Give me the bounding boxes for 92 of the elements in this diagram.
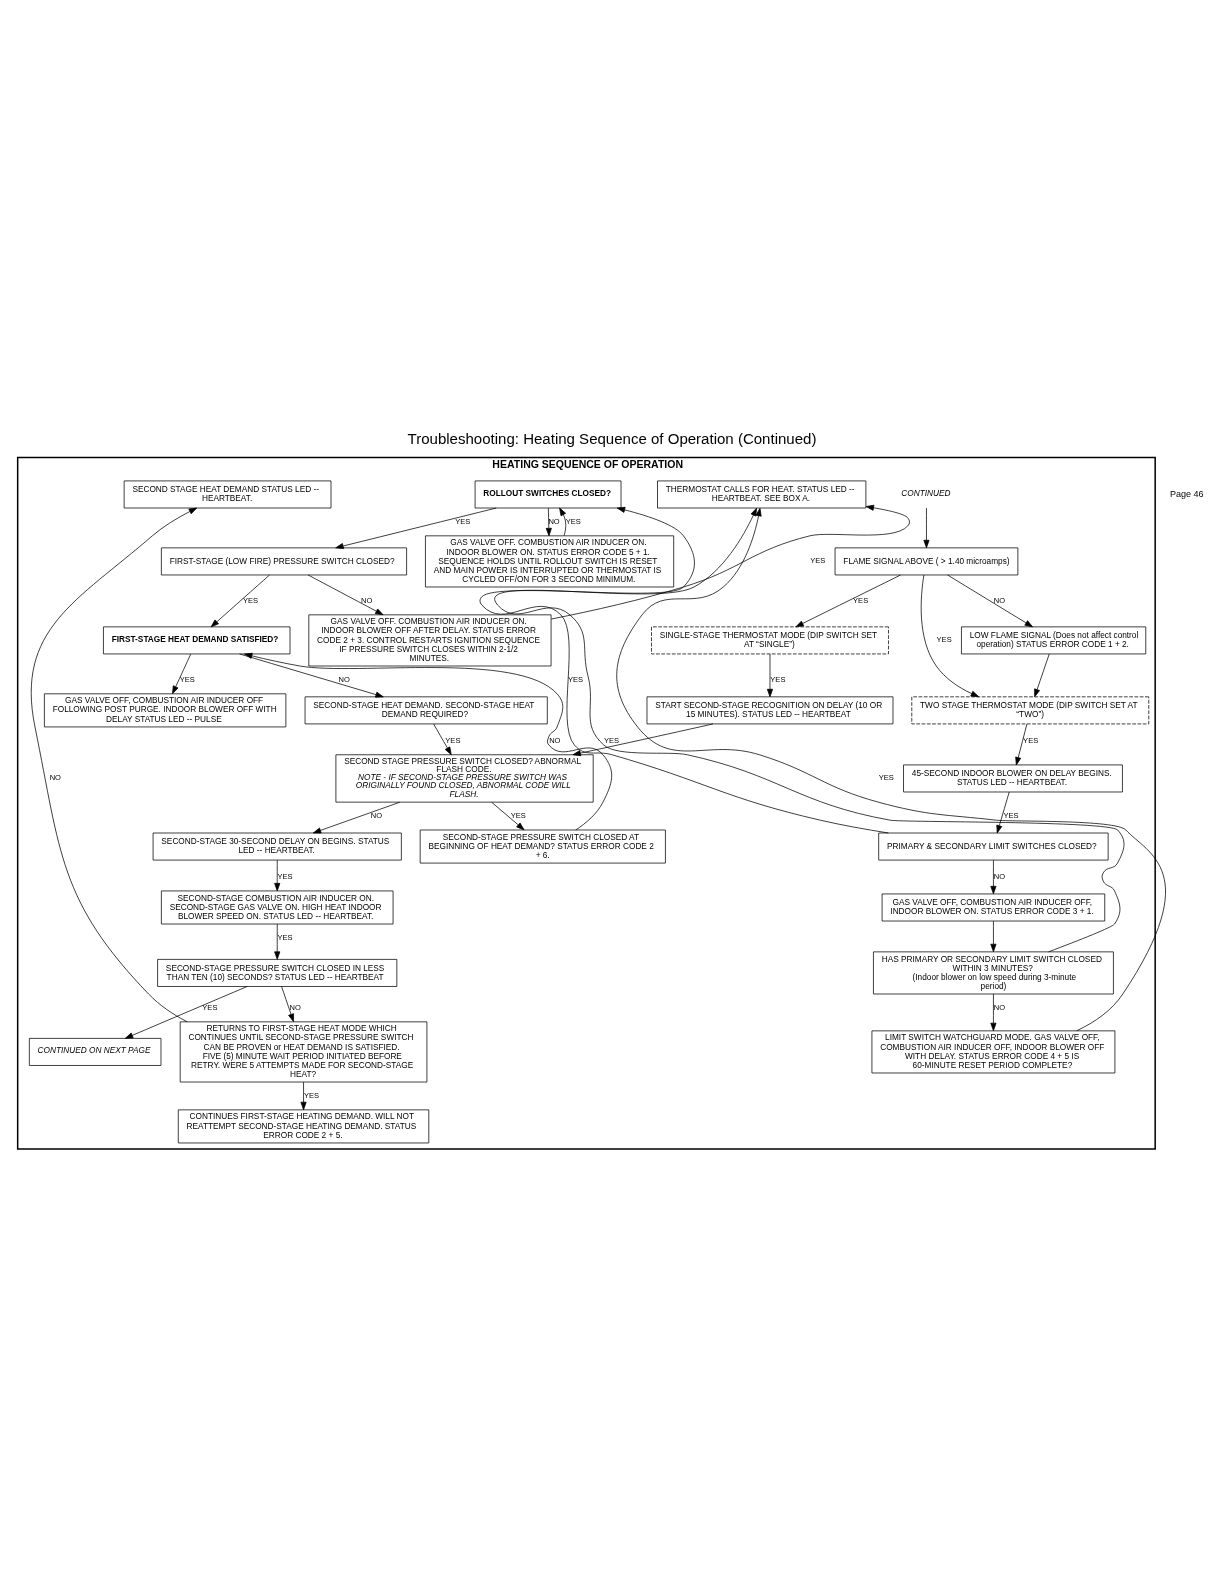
node-box: FLAME SIGNAL ABOVE ( > 1.40 microamps) [834,547,1019,576]
edge-label: YES [303,1090,319,1100]
edge-label: YES [604,735,620,745]
node-box: SECOND STAGE PRESSURE SWITCH CLOSED? ABNORMAL FLASH CODE. NOTE - IF SECOND-STAGE PRESSURE SWITCH WAS ORIGINALLY FOUND CLOSED, ABNORMAL CODE WILL FLASH. [335,754,594,803]
arrow [990,859,997,895]
node-box: ROLLOUT SWITCHES CLOSED? [474,480,622,509]
node-box: RETURNS TO FIRST-STAGE HEAT MODE WHICH CONTINUES UNTIL SECOND-STAGE PRESSURE SWITCH CAN BE PROVEN or HEAT DEMAND IS SATISFIED. FIVE (5) MINUTE WAIT PERIOD INITIATED BEFORE RETRY. WERE 5 ATTEMPTS MADE FOR SECOND-STAGE HEAT? [179,1021,428,1083]
edge-label: YES [179,674,195,684]
node-box: GAS VALVE OFF. COMBUSTION AIR INDUCER ON. INDOOR BLOWER ON. STATUS ERROR CODE 5 + 1. SEQUENCE HOLDS UNTIL ROLLOUT SWITCH IS RESET AND MAIN POWER IS INTERRUPTED OR THERMOSTAT IS CYCLED OFF/ON FOR 3 SECOND MINIMUM. [425,535,675,588]
node-box: CONTINUES FIRST-STAGE HEATING DEMAND. WILL NOT REATTEMPT SECOND-STAGE HEATING DEMAND. STATUS ERROR CODE 2 + 5. [177,1109,430,1144]
arrow [239,653,384,698]
arrow [281,986,294,1022]
edge-label: YES [445,735,461,745]
edge-label: YES [510,810,526,820]
arrow [923,507,930,549]
edge-label: NO [289,1002,301,1012]
edge-label: NO [993,1002,1006,1012]
edge-label: NO [993,871,1006,881]
edge-label: YES [770,674,786,684]
edge-label: NO [370,810,383,820]
arrow [335,507,497,549]
edge-label: YES [878,773,894,783]
arrow [947,574,1033,628]
node-box: LOW FLAME SIGNAL (Does not affect control operation) STATUS ERROR CODE 1 + 2. [961,626,1147,655]
node-box: THERMOSTAT CALLS FOR HEAT. STATUS LED -- HEARTBEAT. SEE BOX A. [657,480,867,509]
edge-label: NO [993,595,1006,605]
arrow [766,653,773,698]
arrow [545,507,552,537]
node-box: GAS VALVE OFF. COMBUSTION AIR INDUCER ON. INDOOR BLOWER OFF AFTER DELAY. STATUS ERROR CODE 2 + 3. CONTROL RESTARTS IGNITION SEQUENCE IF PRESSURE SWITCH CLOSES WITHIN 2-1/2 MINUTES. [308,614,552,667]
edge-label: YES [1023,735,1039,745]
edge-label: NO [361,595,373,605]
arrow [124,986,248,1039]
arrow [996,791,1010,834]
node-box: GAS VALVE OFF, COMBUSTION AIR INDUCER OFF, INDOOR BLOWER ON. STATUS ERROR CODE 3 + 1. [881,893,1106,922]
node-box: SECOND-STAGE PRESSURE SWITCH CLOSED IN LESS THAN TEN (10) SECONDS? STATUS LED -- HEARTBEAT [157,959,398,987]
node-box: LIMIT SWITCH WATCHGUARD MODE. GAS VALVE OFF, COMBUSTION AIR INDUCER OFF, INDOOR BLOWER OFF WITH DELAY. STATUS ERROR CODE 4 + 5 IS 60-MINUTE RESET PERIOD COMPLETE? [871,1030,1116,1074]
node-box: SINGLE-STAGE THERMOSTAT MODE (DIP SWITCH SET AT “SINGLE”) [651,626,889,655]
arrow [300,1081,307,1111]
arrow [274,859,281,892]
node-text: CONTINUED [901,488,951,498]
edge-label: NO [548,516,560,526]
edge-label: NO [338,674,350,684]
arrow [990,920,997,953]
edge-label: YES [1003,810,1019,820]
edge-label: YES [455,516,471,526]
edge-label: NO [49,773,61,783]
arrow [312,801,401,834]
arrow [494,507,1125,953]
arrow [795,574,901,628]
edge-label: NO [549,735,561,745]
node-box: FIRST-STAGE HEAT DEMAND SATISFIED? [103,626,291,655]
arrow [433,723,452,756]
node-box: START SECOND-STAGE RECOGNITION ON DELAY (10 OR 15 MINUTES). STATUS LED -- HEARTBEAT [646,696,894,725]
edge-label: YES [936,635,952,645]
arrow [550,504,910,620]
arrow [491,801,525,831]
arrow [172,653,192,695]
arrow [31,507,198,1023]
edge-label: YES [810,556,826,566]
arrow [616,507,1166,1032]
edge-label: YES [565,516,581,526]
diagram-title: Troubleshooting: Heating Sequence of Operation (Continued) [407,430,817,448]
edge-label: YES [242,595,259,605]
node-box: FIRST-STAGE (LOW FIRE) PRESSURE SWITCH CLOSED? [161,547,407,576]
arrow [572,723,714,757]
arrow [307,574,384,616]
edge-label: YES [202,1002,218,1012]
node-box: CONTINUED ON NEXT PAGE [28,1038,162,1066]
arrow [1034,653,1050,698]
edge-label: YES [567,674,584,684]
edge-label: YES [853,595,869,605]
arrow [210,574,270,628]
edge-label: YES [277,871,293,881]
label: Page 46 [1169,488,1204,499]
arrow [559,507,567,537]
arrow [920,574,980,698]
arrow [274,923,281,960]
node-box: TWO STAGE THERMOSTAT MODE (DIP SWITCH SET AT “TWO”) [911,696,1150,725]
node-box: GAS VALVE OFF, COMBUSTION AIR INDUCER OFF FOLLOWING POST PURGE. INDOOR BLOWER OFF WITH DELAY STATUS LED -- PULSE [44,693,287,728]
node-box: SECOND STAGE HEAT DEMAND STATUS LED -- HEARTBEAT. [123,480,332,509]
edge-label: YES [277,932,293,942]
arrow [479,506,889,834]
node-box: SECOND-STAGE PRESSURE SWITCH CLOSED AT BEGINNING OF HEAT DEMAND? STATUS ERROR CODE 2 + 6. [419,829,666,864]
node-box: 45-SECOND INDOOR BLOWER ON DELAY BEGINS. STATUS LED -- HEARTBEAT. [903,764,1123,793]
node-box: SECOND-STAGE COMBUSTION AIR INDUCER ON. SECOND-STAGE GAS VALVE ON. HIGH HEAT INDOOR BLOWER SPEED ON. STATUS LED -- HEARTBEAT. [161,890,394,925]
node-box: SECOND-STAGE 30-SECOND DELAY ON BEGINS. STATUS LED -- HEARTBEAT. [152,832,402,861]
arrow [244,652,612,831]
node-box: SECOND-STAGE HEAT DEMAND. SECOND-STAGE HEAT DEMAND REQUIRED? [304,696,548,725]
arrow [1015,723,1028,766]
arrow [990,993,997,1032]
node-box: HAS PRIMARY OR SECONDARY LIMIT SWITCH CLOSED WITHIN 3 MINUTES? (Indoor blower on low speed during 3-minute period) [873,951,1114,995]
node-box: PRIMARY & SECONDARY LIMIT SWITCHES CLOSED? [878,832,1109,861]
